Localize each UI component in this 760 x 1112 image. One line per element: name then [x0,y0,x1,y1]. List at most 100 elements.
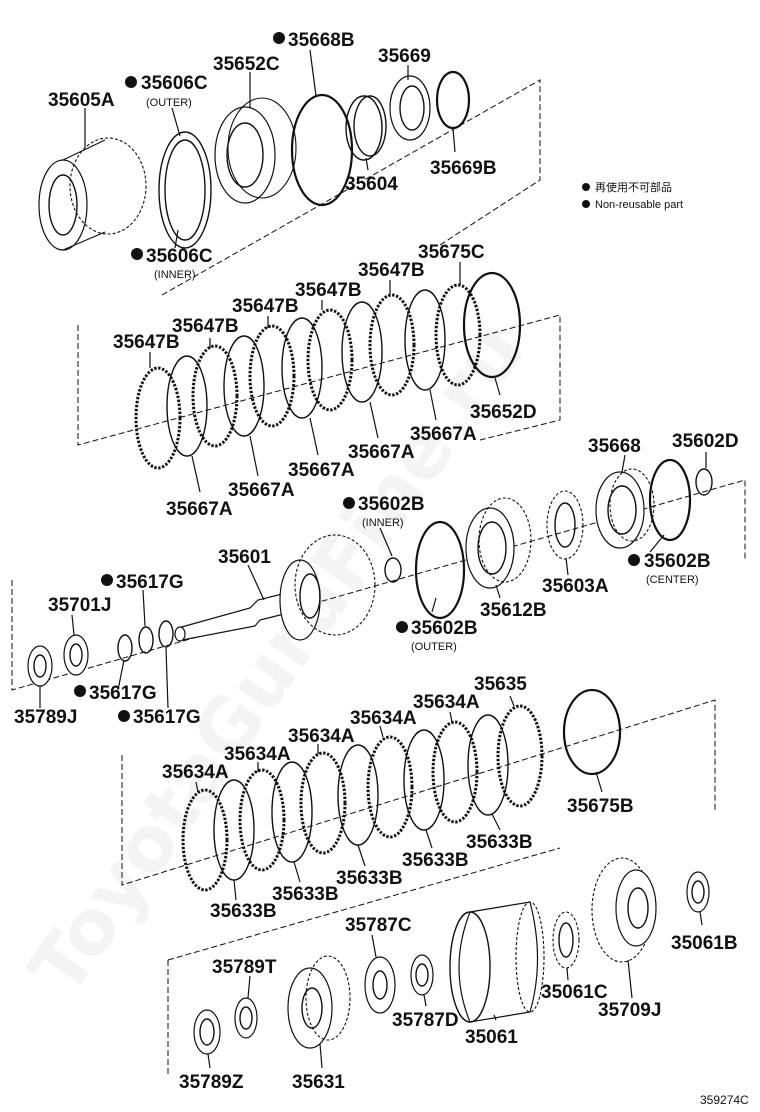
part-35631-gear [287,955,351,1049]
leaders-row-1 [84,49,456,249]
legend-dot-2 [582,200,590,208]
label-35647B-1: 35647B [113,332,180,353]
part-35604-seal [345,95,387,161]
label-35606C-inner: 35606C [146,246,213,267]
part-35605A-drum [38,137,147,251]
disc-35647B-3 [248,324,296,428]
part-35602B-center-ring [648,458,692,542]
disc-35634A-3 [299,751,347,855]
part-35668-one-way-clutch [595,468,655,549]
part-35789Z-bearing [193,1009,221,1055]
part-35669B-snap-ring [435,70,471,130]
note-center: (CENTER) [646,574,699,586]
clutch-pack-lower [181,688,622,892]
label-35605A: 35605A [48,90,115,111]
part-35709J-flange [591,857,657,963]
note-inner-2: (INNER) [362,517,404,529]
disc-35647B-5 [368,293,416,397]
legend-japanese: 再使用不可部品 [595,180,672,194]
part-35603A-bearing [546,490,584,560]
label-35667A-1: 35667A [166,499,233,520]
label-35667A-2: 35667A [228,480,295,501]
non-reusable-dot [101,574,113,586]
disc-35634A-5 [431,720,479,824]
legend-dot-1 [582,183,590,191]
part-35061-ring-gear [449,901,545,1023]
part-35787C-plate [364,956,396,1014]
disc-35667A-1 [166,355,208,457]
disc-35633B-2 [271,761,313,863]
label-35603A: 35603A [542,576,609,597]
part-35602D-ring [695,468,713,496]
label-35602D: 35602D [672,431,739,452]
disc-35633B-4 [403,729,445,831]
part-35601-shaft-drum [174,534,376,642]
snap-ring-35675B [562,688,622,776]
non-reusable-markers [74,32,640,722]
label-35652C: 35652C [213,54,280,75]
disc-35634A-2 [238,768,286,872]
label-35667A-4: 35667A [348,442,415,463]
label-35669B: 35669B [430,158,497,179]
part-35061B-bearing [686,871,710,913]
label-35675C: 35675C [418,242,485,263]
part-35612B-hub [465,497,532,589]
label-35647B-3: 35647B [232,296,299,317]
group-outlines [11,79,746,1075]
label-35787D: 35787D [392,1010,459,1031]
part-35602B-outer-ring [414,520,466,620]
leaders-row-3 [39,452,707,709]
label-35667A-3: 35667A [288,460,355,481]
label-35601: 35601 [218,547,271,568]
label-35602B-outer: 35602B [411,618,478,639]
part-35668B-oring [290,93,354,207]
label-35602B-inner: 35602B [358,494,425,515]
disc-35667A-2 [223,335,265,437]
non-reusable-dot [131,248,143,260]
label-35634A-2: 35634A [224,744,291,765]
label-35633B-4: 35633B [402,850,469,871]
part-labels: 35605A 35606C (OUTER) 35652C 35668B 3566… [14,30,739,1093]
label-35633B-5: 35633B [466,832,533,853]
label-35675B: 35675B [567,796,634,817]
label-35787C: 35787C [345,915,412,936]
part-35652C-piston [214,97,297,204]
label-35061B: 35061B [671,933,738,954]
non-reusable-dot [396,621,408,633]
label-35061: 35061 [465,1027,518,1048]
label-35617G-3: 35617G [133,707,201,728]
label-35652D: 35652D [470,402,537,423]
part-35789T-race [234,997,258,1039]
label-35701J: 35701J [48,595,111,616]
note-inner: (INNER) [154,269,196,281]
label-35668B: 35668B [288,30,355,51]
disc-35633B-5 [467,714,509,816]
label-35617G-1: 35617G [116,572,184,593]
non-reusable-dot [628,554,640,566]
disc-35667A-5 [404,289,446,391]
legend: 再使用不可部品 Non-reusable part [582,180,683,211]
disc-35647B-2 [191,344,239,448]
label-35634A-1: 35634A [162,762,229,783]
disc-35634A-4 [366,735,414,839]
disc-35647B-4 [306,308,354,412]
small-rings-35617G-35701J-35789J [27,620,174,687]
label-35647B-5: 35647B [358,260,425,281]
label-35612B: 35612B [480,600,547,621]
disc-35634A-1 [181,788,229,892]
diagram-code: 359274C [700,1093,749,1107]
label-35061C: 35061C [541,982,608,1003]
part-35787D-washer [410,954,434,996]
label-35669: 35669 [378,46,431,67]
label-35633B-1: 35633B [210,901,277,922]
plate-35635 [496,704,544,808]
label-35667A-5: 35667A [410,424,477,445]
non-reusable-dot [273,32,285,44]
label-35635: 35635 [474,674,527,695]
label-35602B-center: 35602B [644,551,711,572]
label-35789Z: 35789Z [179,1072,244,1093]
label-35633B-3: 35633B [336,868,403,889]
leaders-row-5 [207,911,703,1069]
label-35617G-2: 35617G [89,683,157,704]
